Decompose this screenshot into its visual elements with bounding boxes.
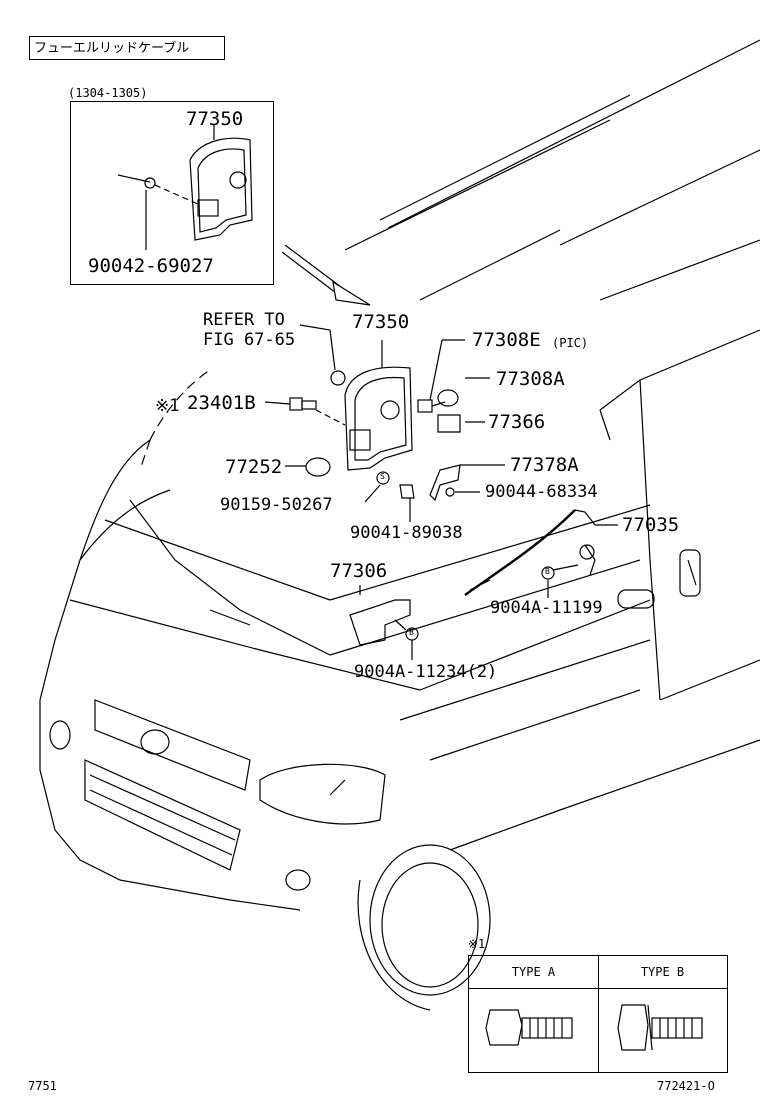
part-90044-68334: 90044-68334 <box>485 482 598 502</box>
footer-left-code: 7751 <box>28 1079 57 1093</box>
footer-right-code: 772421-O <box>657 1079 715 1093</box>
vehicle-roof-lines <box>344 39 760 301</box>
part-9004A-11234: 9004A-11234(2) <box>354 662 498 682</box>
note-1-marker: ※1 <box>155 396 180 416</box>
bolt-type-legend: TYPE A TYPE B <box>468 955 728 1073</box>
part-90041-89038: 90041-89038 <box>350 523 463 543</box>
part-77350: 77350 <box>352 311 410 333</box>
legend-divider-vertical <box>598 956 599 1072</box>
part-77035: 77035 <box>622 514 680 536</box>
legend-type-a: TYPE A <box>511 965 556 979</box>
fuel-lid-assembly <box>264 324 618 660</box>
marker-b-opener: B <box>409 628 414 637</box>
legend-type-b: TYPE B <box>640 965 685 979</box>
part-77252: 77252 <box>225 456 283 478</box>
legend-note-marker: ※1 <box>468 937 486 951</box>
part-90159-50267: 90159-50267 <box>220 495 333 515</box>
part-77366: 77366 <box>488 411 546 433</box>
vehicle-body <box>39 329 760 1011</box>
inset-part-90042: 90042-69027 <box>88 255 214 277</box>
part-23401B: 23401B <box>187 392 256 414</box>
inset-box <box>70 101 274 285</box>
part-77308A: 77308A <box>496 368 565 390</box>
direction-arrow <box>281 244 371 306</box>
part-77378A: 77378A <box>510 454 579 476</box>
part-77308E: 77308E <box>472 329 541 351</box>
diagram-title: フューエルリッドケーブル <box>29 36 225 60</box>
part-77306: 77306 <box>330 560 388 582</box>
part-9004A-11199: 9004A-11199 <box>490 598 603 618</box>
marker-s: S <box>380 472 385 481</box>
part-77308E-note: (PIC) <box>552 336 589 350</box>
marker-b-cable: B <box>545 567 550 576</box>
inset-range: (1304-1305) <box>68 86 148 100</box>
refer-line-1: REFER TO <box>203 310 285 330</box>
legend-bolts <box>485 1004 703 1051</box>
refer-line-2: FIG 67-65 <box>203 330 296 350</box>
inset-part-77350: 77350 <box>186 108 244 130</box>
legend-divider-horizontal <box>469 988 727 989</box>
inset-fuel-lid <box>117 125 253 250</box>
